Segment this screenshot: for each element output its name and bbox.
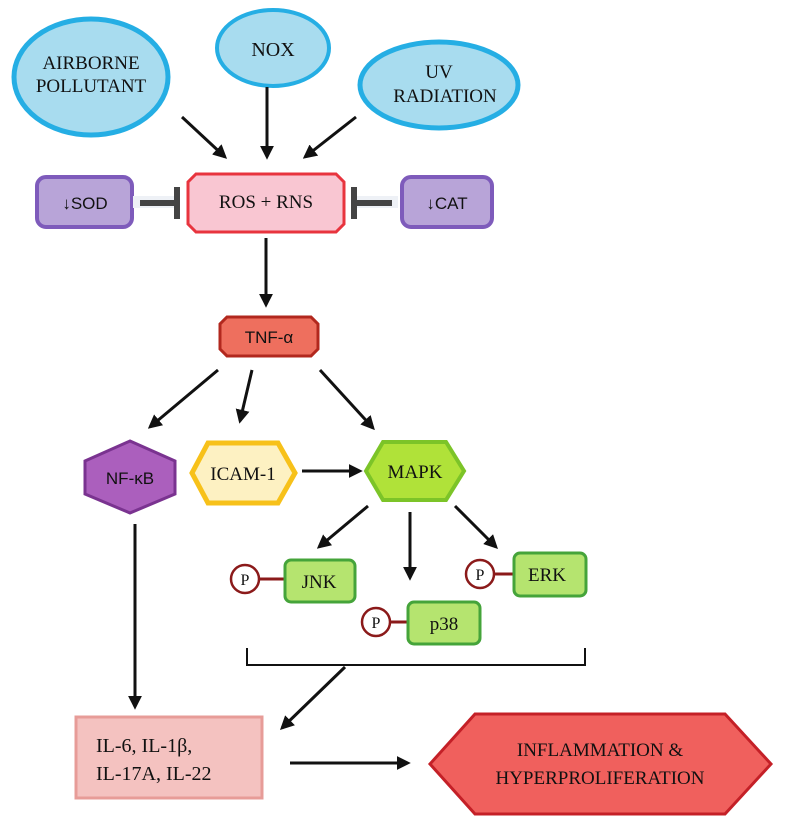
erk-node: P ERK <box>464 551 588 598</box>
arrow-tnf-to-icam <box>235 369 254 424</box>
arrow-mapk-to-erk <box>453 504 498 549</box>
tnf-alpha-label: TNF-α <box>245 328 294 347</box>
ros-rns-node: ROS + RNS <box>186 172 346 234</box>
cytokines-label-line1: IL-6, IL-1β, <box>96 735 192 757</box>
icam1-label: ICAM-1 <box>210 464 275 485</box>
arrow-tnf-to-mapk <box>318 368 375 431</box>
airborne-label-line1: AIRBORNE <box>42 53 139 74</box>
erk-phospho-label: P <box>476 567 485 584</box>
jnk-phospho-label: P <box>241 572 250 589</box>
sod-node: ↓SOD <box>35 175 134 229</box>
p38-label: p38 <box>430 614 459 635</box>
icam1-node: ICAM-1 <box>189 440 298 506</box>
cat-label: ↓CAT <box>426 194 467 213</box>
source-arrows <box>180 87 357 160</box>
tnf-arrows <box>147 368 375 431</box>
cat-inhibition <box>351 187 398 219</box>
nox-node: NOX <box>215 8 331 88</box>
arrow-kinases-to-cytokines <box>279 665 347 730</box>
jnk-node: P JNK <box>229 558 357 604</box>
cytokines-label-line2: IL-17A, IL-22 <box>96 763 212 785</box>
erk-label: ERK <box>528 565 566 586</box>
nfkb-label: NF-κB <box>106 469 154 488</box>
sod-inhibition <box>133 187 180 219</box>
uv-radiation-node: UV RADIATION <box>357 39 521 131</box>
kinase-bracket <box>246 648 586 666</box>
mapk-label: MAPK <box>388 462 443 483</box>
uv-label-line2: RADIATION <box>393 86 497 107</box>
ros-rns-label: ROS + RNS <box>219 192 313 213</box>
nfkb-node: NF-κB <box>83 439 177 515</box>
arrow-airborne-to-ros <box>180 115 228 159</box>
p38-node: P p38 <box>360 600 482 646</box>
uv-label-line1: UV <box>425 62 453 83</box>
p38-phospho-label: P <box>372 615 381 632</box>
cytokines-node: IL-6, IL-1β, IL-17A, IL-22 <box>74 715 264 800</box>
tnf-alpha-node: TNF-α <box>218 315 320 358</box>
arrow-mapk-to-jnk <box>316 504 369 549</box>
outcome-node: INFLAMMATION & HYPERPROLIFERATION <box>427 712 774 816</box>
outcome-label-line1: INFLAMMATION & <box>517 740 683 761</box>
arrow-uv-to-ros <box>302 115 357 159</box>
jnk-label: JNK <box>302 572 337 593</box>
mapk-arrows <box>316 504 498 581</box>
airborne-pollutant-node: AIRBORNE POLLUTANT <box>11 16 171 138</box>
sod-label: ↓SOD <box>62 194 107 213</box>
cat-node: ↓CAT <box>400 175 494 229</box>
mapk-node: MAPK <box>363 440 467 502</box>
outcome-label-line2: HYPERPROLIFERATION <box>495 768 704 789</box>
arrow-tnf-to-nfkb <box>147 368 219 429</box>
airborne-label-line2: POLLUTANT <box>36 76 147 97</box>
nox-label: NOX <box>251 39 295 61</box>
